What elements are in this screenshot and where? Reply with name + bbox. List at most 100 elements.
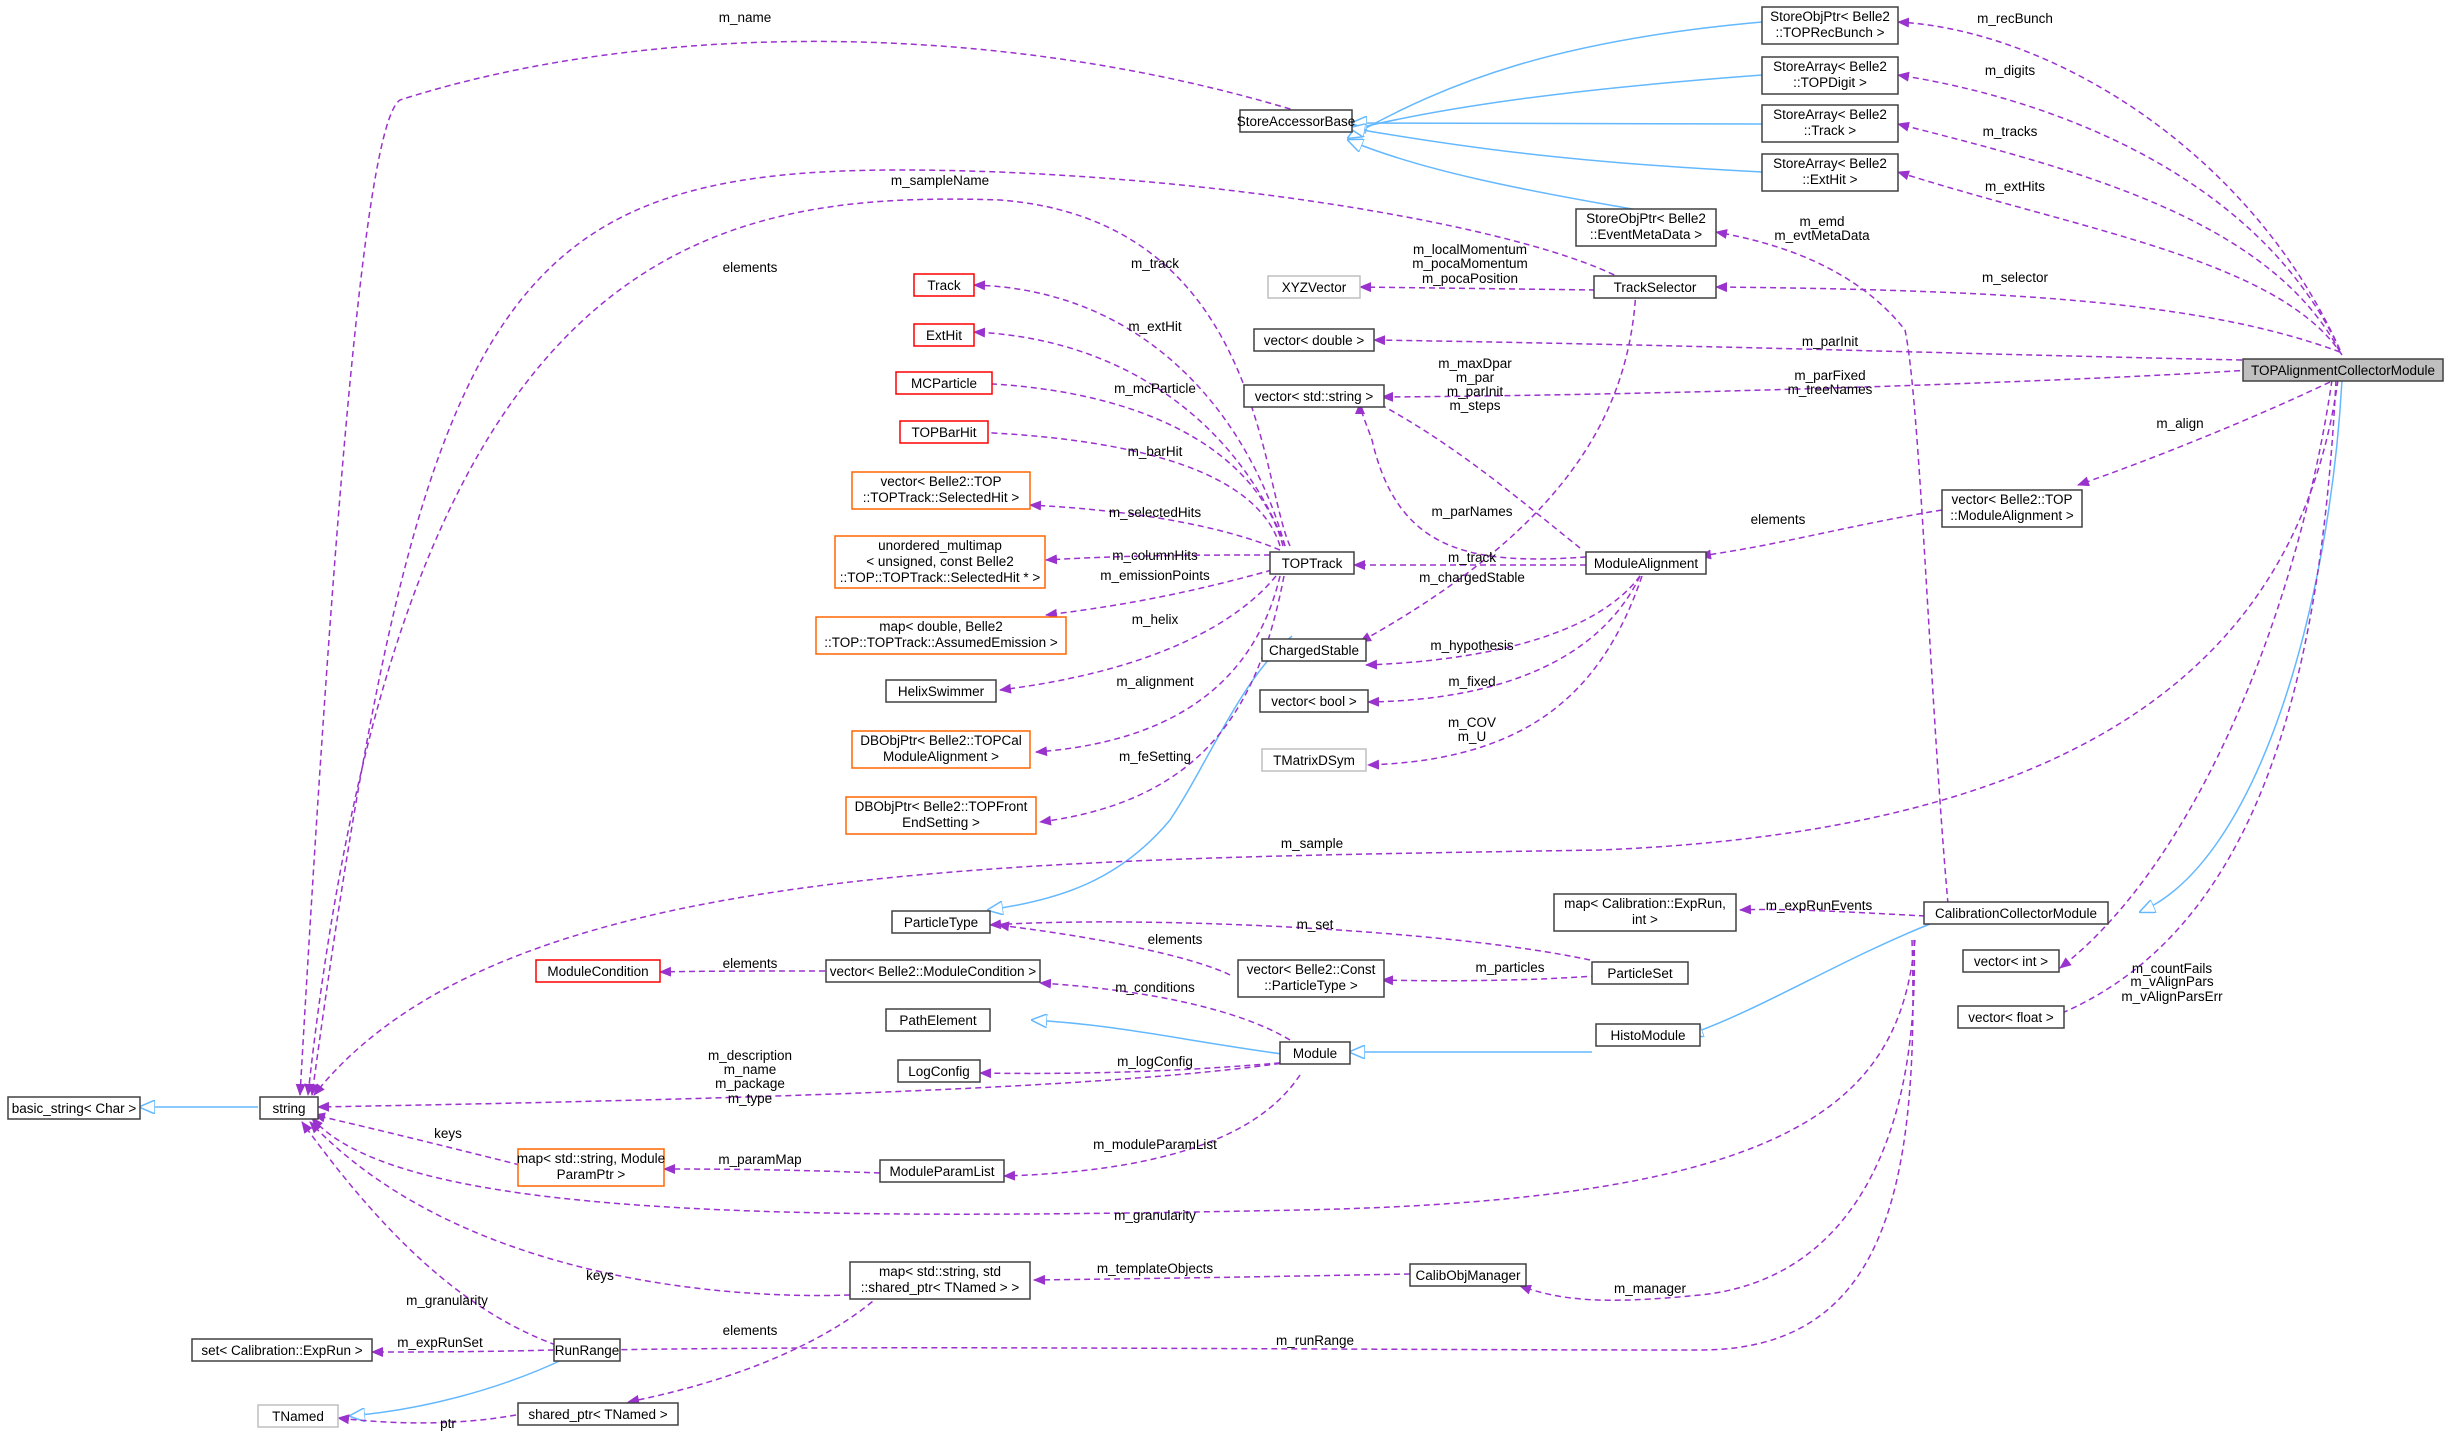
- node-storeobjptr-eventmetadata[interactable]: StoreObjPtr< Belle2 ::EventMetaData >: [1575, 208, 1717, 247]
- usage-edge: [1897, 170, 2343, 356]
- svg-text:ParticleType: ParticleType: [904, 915, 978, 930]
- edge-label: m_chargedStable: [1419, 570, 1525, 585]
- node-track[interactable]: Track: [913, 273, 975, 297]
- inherit-edge: [2140, 379, 2343, 912]
- node-module-condition[interactable]: ModuleCondition: [535, 959, 661, 983]
- node-calibration-collector-module[interactable]: CalibrationCollectorModule: [1923, 901, 2109, 925]
- svg-text:::Track >: ::Track >: [1804, 123, 1857, 138]
- node-vector-string[interactable]: vector< std::string >: [1243, 384, 1385, 408]
- svg-text:TOPBarHit: TOPBarHit: [911, 425, 976, 440]
- svg-text:vector< int >: vector< int >: [1974, 954, 2048, 969]
- node-track-selector[interactable]: TrackSelector: [1593, 275, 1717, 299]
- svg-text:ParticleSet: ParticleSet: [1607, 966, 1673, 981]
- inherit-edge: [1352, 123, 1763, 124]
- usage-edge: [1367, 397, 1581, 549]
- usage-edge: [1739, 904, 1926, 917]
- usage-edge: [1373, 335, 2243, 361]
- node-vector-selectedhit[interactable]: vector< Belle2::TOP ::TOPTrack::Selected…: [851, 471, 1031, 510]
- svg-text:PathElement: PathElement: [899, 1013, 977, 1028]
- usage-edge: [1033, 1273, 1411, 1285]
- node-path-element[interactable]: PathElement: [885, 1008, 991, 1032]
- node-shared-ptr-tnamed[interactable]: shared_ptr< TNamed >: [517, 1402, 679, 1426]
- edge-label: m_hypothesis: [1430, 638, 1514, 653]
- node-module-alignment[interactable]: ModuleAlignment: [1585, 551, 1707, 575]
- node-vector-const-particletype[interactable]: vector< Belle2::Const ::ParticleType >: [1237, 959, 1385, 998]
- node-xyzvector[interactable]: XYZVector: [1267, 275, 1361, 299]
- node-topbarhit[interactable]: TOPBarHit: [899, 420, 989, 444]
- edge-label: m_pocaMomentum: [1412, 256, 1528, 271]
- node-vector-int[interactable]: vector< int >: [1962, 949, 2060, 973]
- svg-text:CalibObjManager: CalibObjManager: [1415, 1268, 1521, 1283]
- svg-text:::ModuleAlignment >: ::ModuleAlignment >: [1950, 508, 2074, 523]
- edge-label: m_expRunSet: [397, 1335, 483, 1350]
- svg-text:TNamed: TNamed: [272, 1409, 324, 1424]
- node-charged-stable[interactable]: ChargedStable: [1261, 638, 1367, 662]
- usage-edge: [1699, 509, 1943, 560]
- node-tmatrixdsym[interactable]: TMatrixDSym: [1261, 748, 1367, 772]
- node-set-exprun[interactable]: set< Calibration::ExpRun >: [191, 1338, 373, 1362]
- node-vector-float[interactable]: vector< float >: [1957, 1005, 2065, 1029]
- usage-edge: [1715, 229, 1949, 905]
- node-dbobjptr-topfrontend[interactable]: DBObjPtr< Belle2::TOPFront EndSetting >: [845, 796, 1037, 835]
- edge-label: m_localMomentum: [1413, 242, 1527, 257]
- node-vector-modulealignment[interactable]: vector< Belle2::TOP ::ModuleAlignment >: [1941, 489, 2083, 528]
- node-toptrack[interactable]: TOPTrack: [1269, 551, 1355, 575]
- node-storeobjptr-toprecbunch[interactable]: StoreObjPtr< Belle2 ::TOPRecBunch >: [1761, 6, 1899, 45]
- node-tnamed[interactable]: TNamed: [257, 1404, 339, 1428]
- usage-edge: [1381, 369, 2251, 402]
- node-basic-string[interactable]: basic_string< Char >: [7, 1096, 141, 1120]
- node-vector-modulecondition[interactable]: vector< Belle2::ModuleCondition >: [825, 959, 1041, 983]
- node-histo-module[interactable]: HistoModule: [1595, 1023, 1701, 1047]
- edge-label: m_expRunEvents: [1766, 898, 1873, 913]
- edge-label: m_parFixed: [1794, 368, 1865, 383]
- node-map-assumedemission[interactable]: map< double, Belle2 ::TOP::TOPTrack::Ass…: [815, 616, 1067, 655]
- node-topalignment-collector-module[interactable]: TOPAlignmentCollectorModule: [2242, 358, 2444, 382]
- edge-label: m_runRange: [1276, 1333, 1354, 1348]
- node-mcparticle[interactable]: MCParticle: [895, 371, 993, 395]
- node-unordered-multimap[interactable]: unordered_multimap < unsigned, const Bel…: [834, 535, 1046, 589]
- edge-label: m_package: [715, 1076, 785, 1091]
- node-storearray-exthit[interactable]: StoreArray< Belle2 ::ExtHit >: [1761, 153, 1899, 192]
- node-particle-set[interactable]: ParticleSet: [1591, 961, 1689, 985]
- node-storearray-topdigit[interactable]: StoreArray< Belle2 ::TOPDigit >: [1761, 56, 1899, 95]
- node-dbobjptr-topcal[interactable]: DBObjPtr< Belle2::TOPCal ModuleAlignment…: [851, 730, 1031, 769]
- node-exthit[interactable]: ExtHit: [913, 323, 975, 347]
- edge-label: m_extHit: [1128, 319, 1182, 334]
- node-string[interactable]: string: [259, 1096, 319, 1120]
- node-log-config[interactable]: LogConfig: [897, 1059, 981, 1083]
- node-calib-obj-manager[interactable]: CalibObjManager: [1409, 1263, 1527, 1287]
- usage-edge: [1029, 500, 1281, 551]
- edge-label: m_helix: [1132, 612, 1179, 627]
- node-storearray-track[interactable]: StoreArray< Belle2 ::Track >: [1761, 104, 1899, 143]
- node-map-moduleparamptr[interactable]: map< std::string, Module ParamPtr >: [517, 1148, 665, 1187]
- node-module[interactable]: Module: [1279, 1041, 1351, 1065]
- usage-edge: [1039, 575, 1285, 826]
- svg-text:TrackSelector: TrackSelector: [1614, 280, 1697, 295]
- node-run-range[interactable]: RunRange: [553, 1338, 621, 1362]
- node-particle-type[interactable]: ParticleType: [891, 910, 991, 934]
- inherit-edge: [1348, 140, 1651, 213]
- node-vector-double[interactable]: vector< double >: [1253, 328, 1375, 352]
- svg-text:HelixSwimmer: HelixSwimmer: [898, 684, 985, 699]
- svg-text:::shared_ptr< TNamed > >: ::shared_ptr< TNamed > >: [861, 1280, 1020, 1295]
- edge-label: m_U: [1458, 729, 1487, 744]
- svg-text:vector< Belle2::TOP: vector< Belle2::TOP: [1952, 492, 2073, 507]
- node-module-param-list[interactable]: ModuleParamList: [879, 1159, 1005, 1183]
- edge-label: m_vAlignPars: [2130, 974, 2214, 989]
- svg-text:vector< std::string >: vector< std::string >: [1255, 389, 1374, 404]
- node-map-shared-ptr[interactable]: map< std::string, std ::shared_ptr< TNam…: [849, 1261, 1031, 1300]
- edge-label: m_tracks: [1983, 124, 2038, 139]
- node-helix-swimmer[interactable]: HelixSwimmer: [885, 679, 997, 703]
- svg-text:RunRange: RunRange: [555, 1343, 620, 1358]
- node-map-exprun[interactable]: map< Calibration::ExpRun, int >: [1553, 893, 1737, 932]
- edge-label: elements: [1751, 512, 1806, 527]
- usage-edge: [1897, 71, 2341, 351]
- node-vector-bool[interactable]: vector< bool >: [1259, 689, 1369, 713]
- edge-label: m_steps: [1449, 398, 1500, 413]
- svg-text:unordered_multimap: unordered_multimap: [878, 538, 1002, 553]
- edge-label: m_barHit: [1128, 444, 1183, 459]
- usage-edge: [1519, 939, 1916, 1301]
- node-store-accessor-base[interactable]: StoreAccessorBase: [1237, 109, 1356, 133]
- usage-edge: [973, 378, 1284, 547]
- svg-text:StoreArray< Belle2: StoreArray< Belle2: [1773, 59, 1887, 74]
